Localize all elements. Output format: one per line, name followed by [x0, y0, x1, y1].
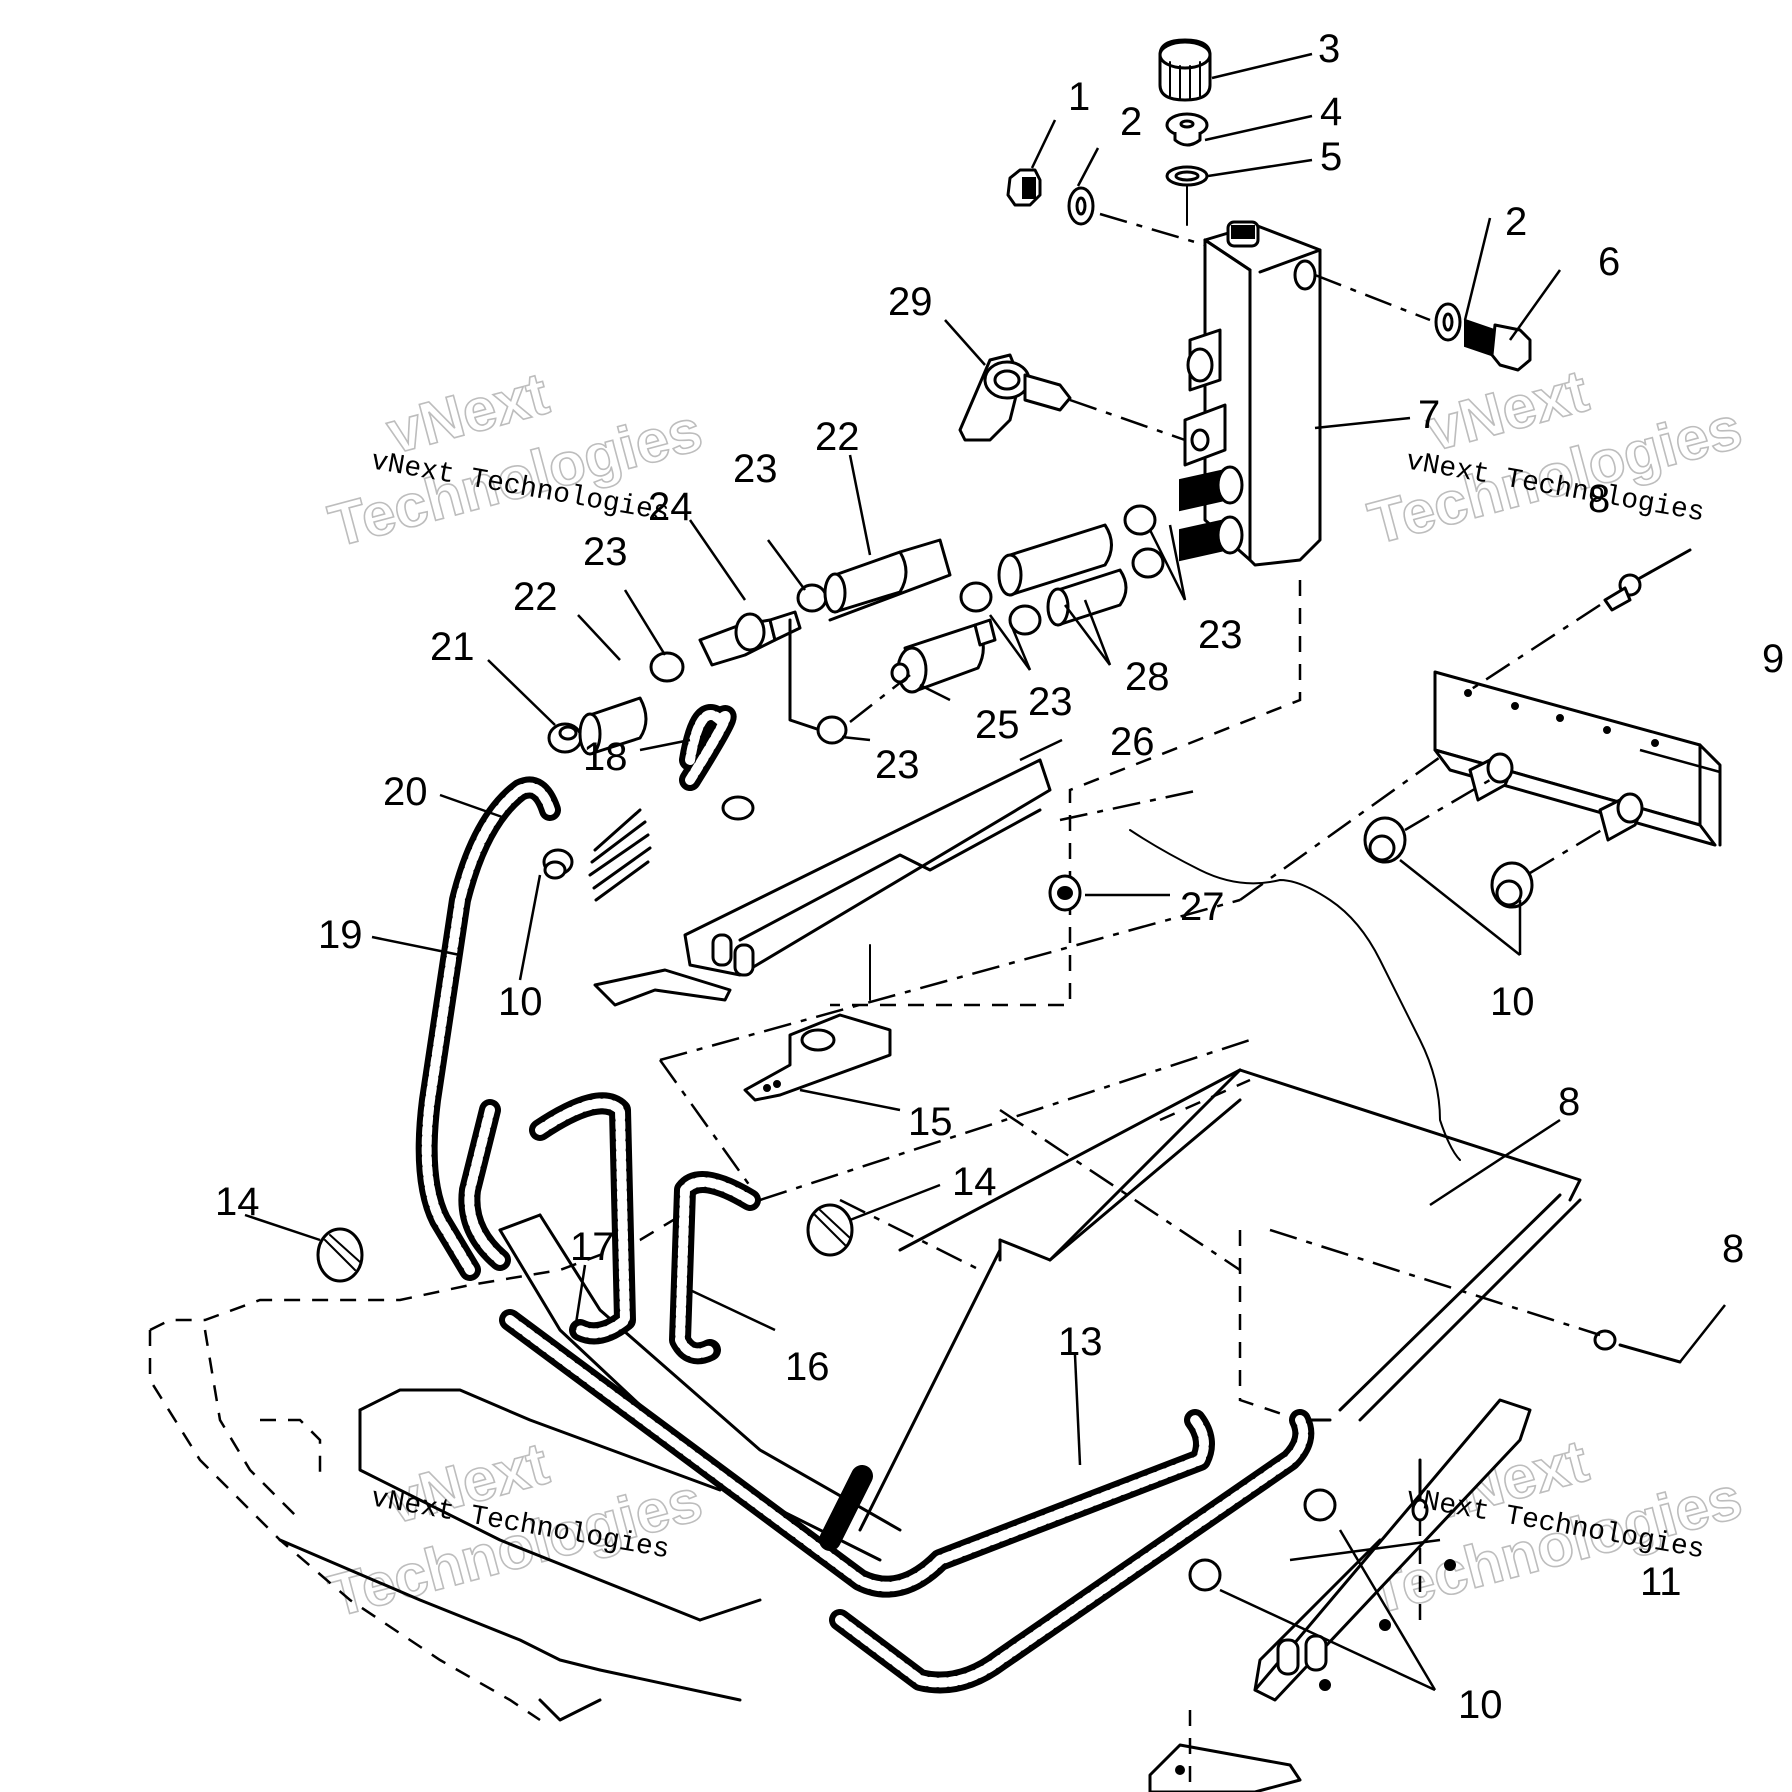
clamp-axis-a: [1404, 778, 1491, 832]
callout-14-left: 14: [215, 1180, 260, 1224]
bolt-axis-left: [1099, 212, 1206, 247]
o-ring: [1165, 165, 1209, 187]
bolt-axis-right: [1314, 273, 1431, 322]
callout-15: 15: [908, 1100, 953, 1144]
callout-28: 28: [1125, 655, 1170, 699]
rivet-axis-lower: [1269, 1228, 1601, 1337]
radiator-cap: [1158, 38, 1212, 102]
callout-10-left: 10: [498, 980, 543, 1024]
leader-lines: [244, 52, 1726, 1692]
callout-1: 1: [1068, 75, 1090, 119]
callout-7: 7: [1418, 393, 1440, 437]
callout-22-left: 22: [513, 575, 558, 619]
hose-manifold-plate: [683, 758, 1052, 977]
callout-2-washer-left: 2: [1120, 100, 1142, 144]
small-plate-bottom: [1148, 1743, 1302, 1792]
callout-13: 13: [1058, 1320, 1103, 1364]
rivet-axis-upper: [1469, 603, 1601, 692]
callout-16: 16: [785, 1345, 830, 1389]
callout-24: 24: [648, 485, 693, 529]
callout-8-mid: 8: [1558, 1080, 1580, 1124]
callout-8-lower: 8: [1722, 1227, 1744, 1271]
washer-left: [1067, 186, 1095, 226]
clamp-right-b: [1490, 861, 1534, 909]
callout-23-upper: 23: [733, 447, 778, 491]
support-bracket: [743, 1013, 892, 1102]
callout-23-left: 23: [583, 530, 628, 574]
callout-23-right: 23: [1198, 613, 1243, 657]
callout-22-upper: 22: [815, 415, 860, 459]
bolt: [1464, 318, 1532, 372]
callout-27: 27: [1180, 885, 1225, 929]
callout-26: 26: [1110, 720, 1155, 764]
routing-dashed-line: [830, 580, 1302, 1007]
clamp-14-right: [806, 1203, 854, 1257]
callout-labels: 1 2 3 4 5 2 6 29 7 22 23 24 23 22 21 8 9…: [215, 27, 1784, 1727]
coolant-reservoir: [1179, 220, 1322, 567]
clamp-10-bottom-a: [1303, 1488, 1337, 1522]
callout-17: 17: [570, 1225, 615, 1269]
rivet-lower-right: [1593, 1329, 1682, 1364]
chassis-outline: [148, 748, 1582, 1722]
callout-29: 29: [888, 280, 933, 324]
callout-21: 21: [430, 625, 475, 669]
callout-10-bottom: 10: [1458, 1683, 1503, 1727]
hoses: [415, 704, 1315, 1694]
rivet-upper: [1603, 548, 1692, 612]
callout-11: 11: [1640, 1560, 1682, 1604]
callout-3: 3: [1318, 27, 1340, 71]
clamp-axis-b: [1529, 826, 1606, 875]
callout-19: 19: [318, 913, 363, 957]
bracket-axis: [1069, 398, 1186, 442]
callout-20: 20: [383, 770, 428, 814]
cap-gasket: [1165, 112, 1209, 147]
callout-8-upper: 8: [1588, 477, 1610, 521]
clamp-10-left: [542, 848, 574, 880]
callout-23-mid: 23: [1028, 680, 1073, 724]
callout-25: 25: [975, 703, 1020, 747]
clamp-14-left: [316, 1227, 364, 1283]
fittings-row: [547, 504, 1165, 756]
nut: [1006, 168, 1042, 207]
fitting-axis: [849, 674, 911, 723]
grommet: [1048, 874, 1082, 912]
mount-bracket: [1433, 670, 1722, 847]
callout-2-washer-right: 2: [1505, 200, 1527, 244]
callout-10-right: 10: [1490, 980, 1535, 1024]
callout-9: 9: [1762, 637, 1784, 681]
callout-5: 5: [1320, 135, 1342, 179]
callout-4: 4: [1320, 90, 1342, 134]
callout-6: 6: [1598, 240, 1620, 284]
callout-18: 18: [583, 735, 628, 779]
plate-small-left: [593, 968, 732, 1007]
callout-23-lower: 23: [875, 743, 920, 787]
clamp-right-a: [1363, 816, 1407, 864]
reservoir-bracket: [958, 353, 1072, 442]
washer-right: [1434, 302, 1462, 342]
callout-14-right: 14: [952, 1160, 997, 1204]
clamp-10-bottom-b: [1188, 1558, 1222, 1592]
lower-mount-bracket: [1253, 1398, 1532, 1702]
clamp-18: [721, 795, 755, 821]
